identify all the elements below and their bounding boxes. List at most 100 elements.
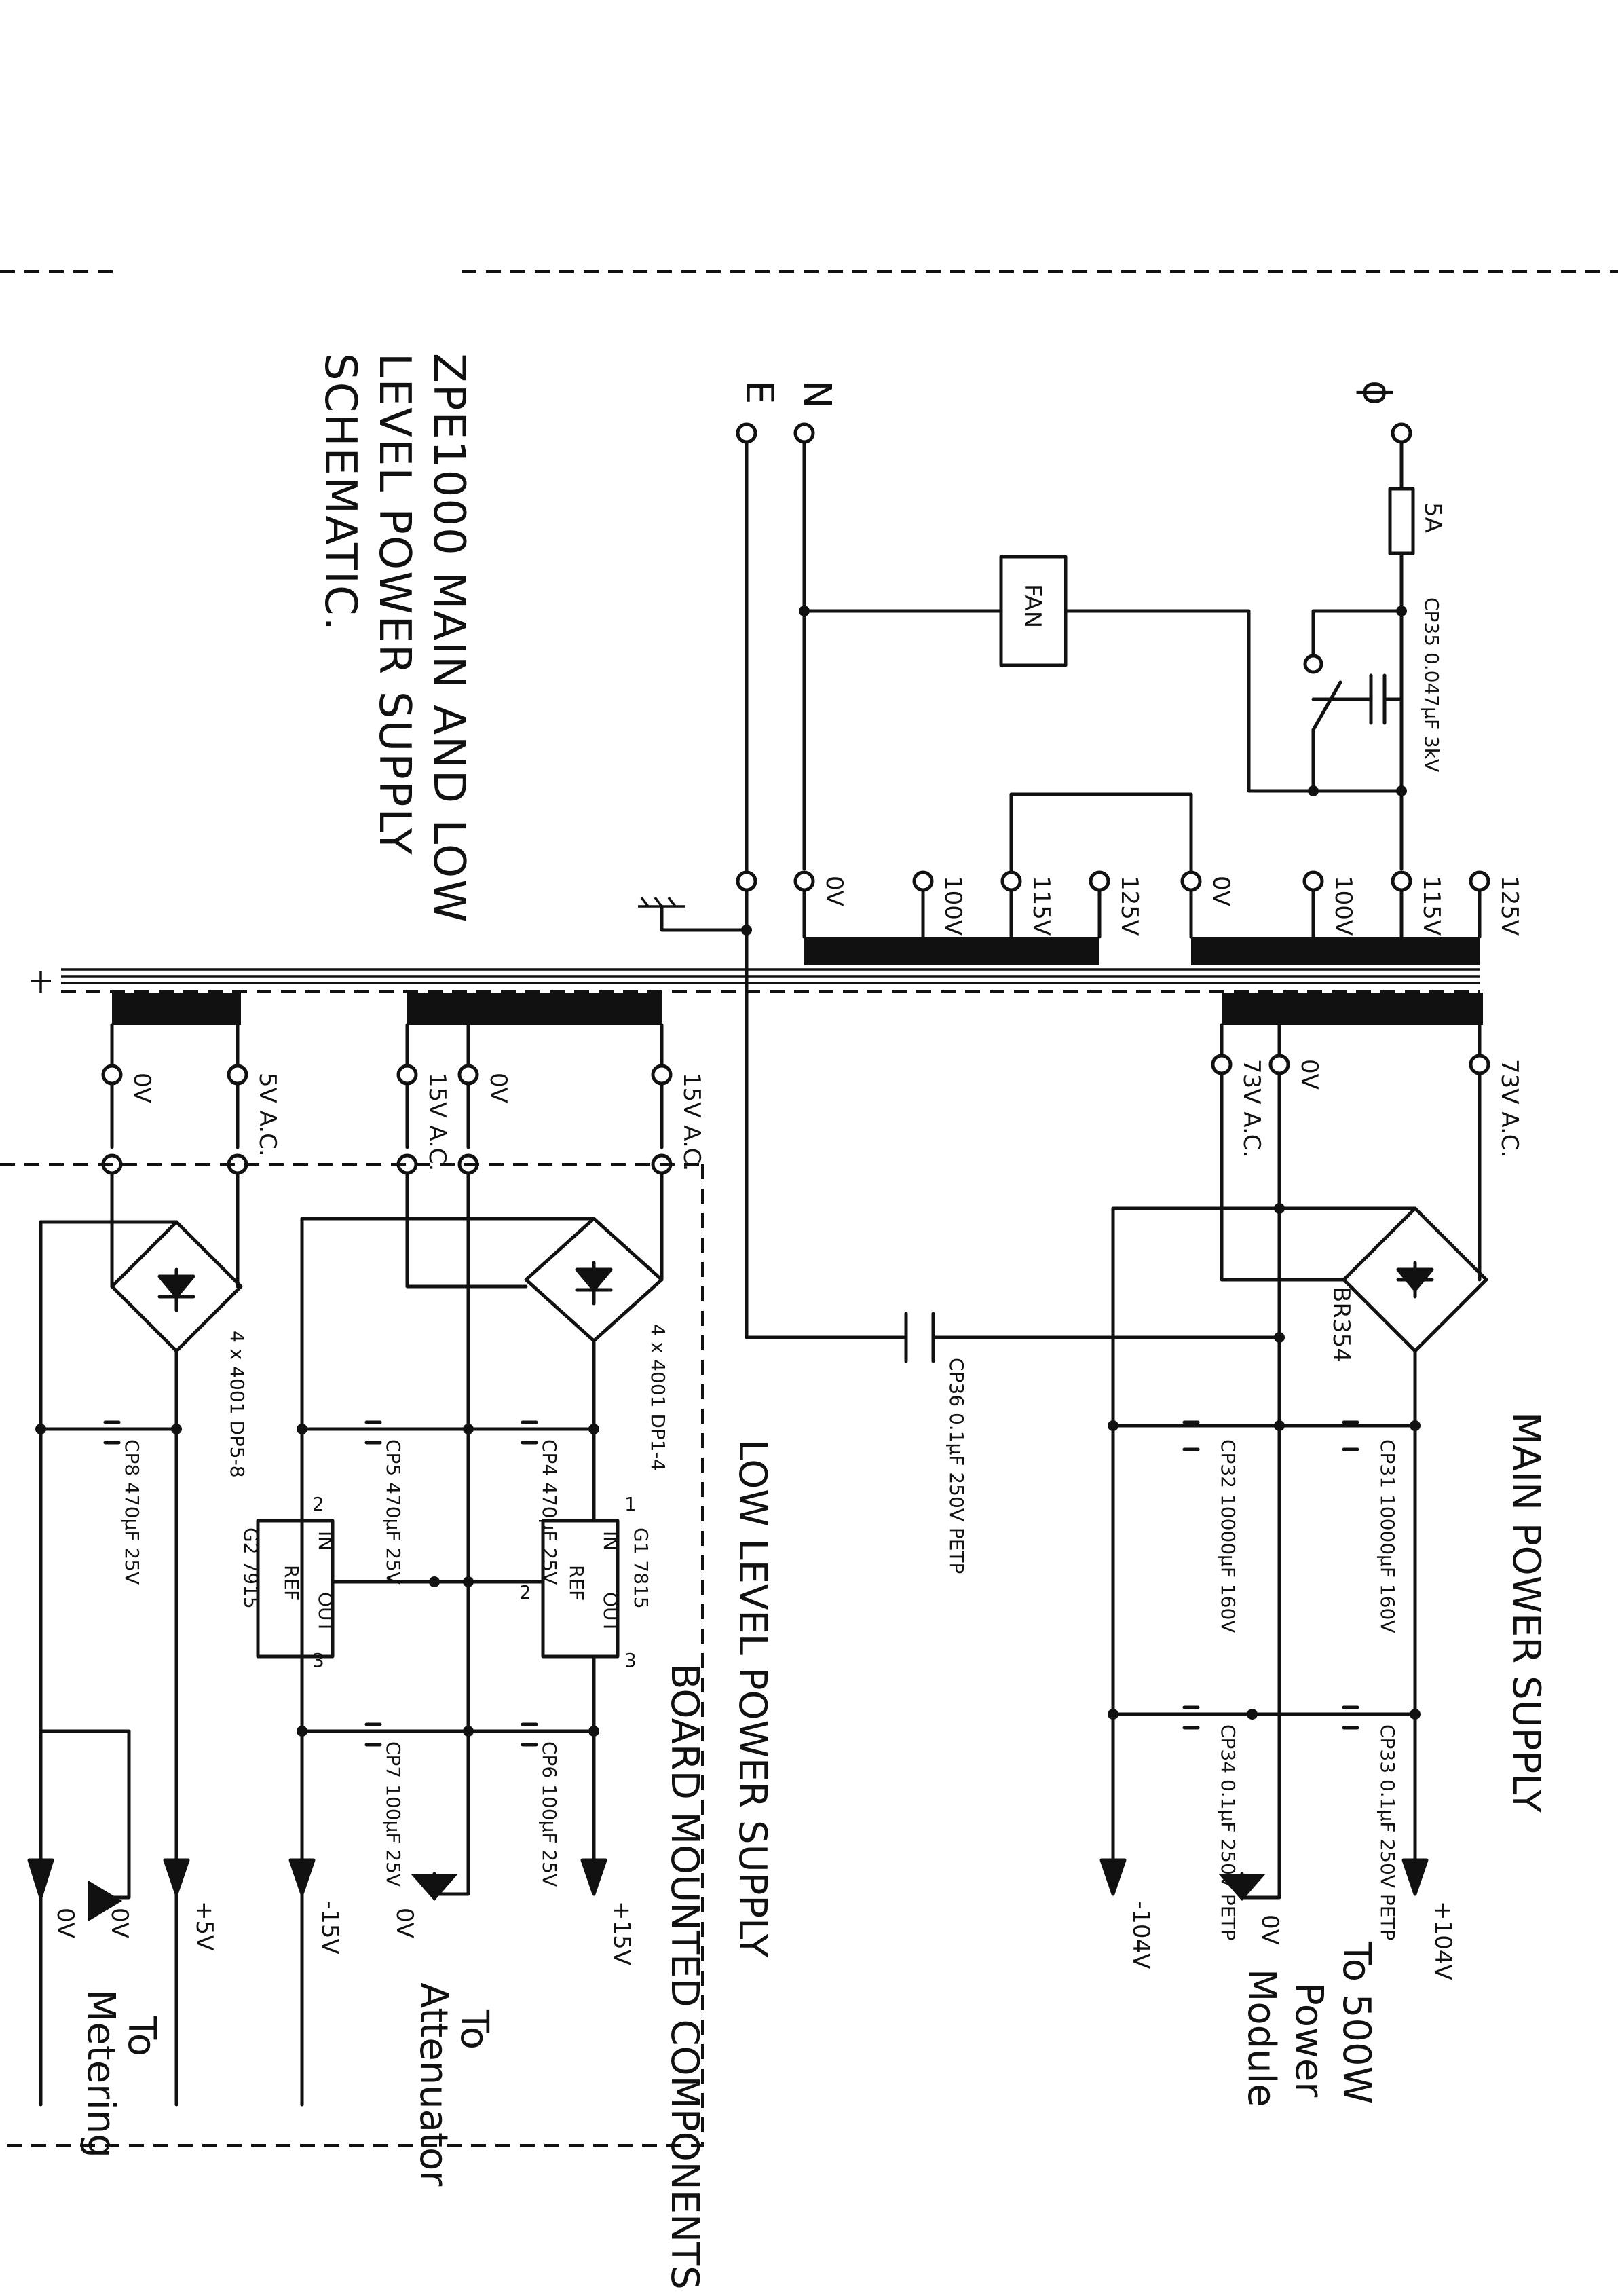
title-line-2: LEVEL POWER SUPPLY xyxy=(369,353,419,856)
cp32-label: CP32 10000µF 160V xyxy=(1217,1439,1239,1633)
tap-b-100v: 100V xyxy=(1330,876,1357,936)
earth-wire xyxy=(660,440,749,1339)
cp31-symbol xyxy=(1342,1420,1359,1451)
fuse-label: 5A xyxy=(1419,502,1446,533)
tap-b-115v: 115V xyxy=(1418,876,1445,936)
bridge-br354-label: BR354 xyxy=(1328,1286,1355,1363)
tap-link xyxy=(1009,792,1193,874)
tap-a-100v: 100V xyxy=(939,876,966,936)
cp35-symbol xyxy=(1369,673,1387,725)
svg-text:IN: IN xyxy=(314,1531,337,1551)
fan-box xyxy=(999,555,1068,667)
svg-text:To 500W: To 500W xyxy=(1334,1941,1378,2104)
cp31-label: CP31 10000µF 160V xyxy=(1376,1439,1399,1633)
out-p15-label: +15V xyxy=(608,1901,635,1965)
cp6-symbol xyxy=(521,1722,538,1747)
svg-text:2: 2 xyxy=(519,1581,531,1604)
svg-text:3: 3 xyxy=(624,1649,637,1671)
cp5-label: CP5 470µF 25V xyxy=(382,1439,404,1585)
regulator-7915 xyxy=(256,1519,335,1659)
out-p15-arrow xyxy=(580,1858,607,1896)
cp36-symbol xyxy=(904,1312,935,1363)
svg-text:Attenuator: Attenuator xyxy=(411,1982,455,2187)
core-ground-symbol xyxy=(31,971,51,993)
cp34-label: CP34 0.1µF 250V PETP xyxy=(1217,1724,1239,1940)
secondary-5v xyxy=(112,993,241,1025)
neutral-label: N xyxy=(795,380,839,409)
low-level-heading: LOW LEVEL POWER SUPPLY xyxy=(730,1439,774,1958)
svg-text:1: 1 xyxy=(624,1493,637,1515)
ic2-label: G2 7915 xyxy=(240,1527,262,1609)
bridge2-label: 4 x 4001 DP5-8 xyxy=(226,1331,248,1478)
out-met-0v-label: 0V xyxy=(106,1908,133,1938)
svg-text:REF: REF xyxy=(280,1565,303,1601)
switch-wires xyxy=(1311,609,1404,793)
tap-a-125v: 125V xyxy=(1116,876,1143,936)
primary-terminals xyxy=(736,870,1490,892)
tap-b-125v: 125V xyxy=(1496,876,1523,936)
sec15-a-label: 15V A.C. xyxy=(424,1073,451,1171)
cp36-label: CP36 0.1µF 250V PETP xyxy=(945,1358,968,1574)
phase-terminal xyxy=(1391,422,1412,444)
out-met-0v-2-label: 0V xyxy=(52,1908,79,1938)
earth-terminal xyxy=(736,422,757,444)
regulator-7815 xyxy=(541,1519,620,1659)
switch-contact[interactable] xyxy=(1303,654,1323,674)
svg-text:2: 2 xyxy=(312,1493,324,1515)
dest-metering: To Metering xyxy=(79,1989,164,2158)
primary-taps-wires xyxy=(802,888,1482,939)
sec73-b-label: 73V A.C. xyxy=(1496,1059,1523,1158)
svg-text:To: To xyxy=(452,2009,496,2050)
cp8-symbol xyxy=(103,1420,121,1445)
fuse-symbol xyxy=(1388,487,1415,555)
fan-wires xyxy=(802,440,1404,871)
sec5-5v-label: 5V A.C. xyxy=(254,1073,281,1157)
out-neg-label: -104V xyxy=(1127,1901,1154,1969)
board-boundary xyxy=(0,1163,704,2147)
ic1-label: G1 7815 xyxy=(630,1527,652,1609)
cp34-symbol xyxy=(1182,1705,1200,1730)
out-m15-arrow xyxy=(288,1858,316,1896)
out-p5-label: +5V xyxy=(191,1901,218,1950)
out-pos-arrow xyxy=(1401,1858,1429,1896)
out-met-gnd-symbol xyxy=(88,1881,122,1921)
cp7-label: CP7 100µF 25V xyxy=(382,1741,404,1887)
svg-text:Module: Module xyxy=(1239,1969,1283,2107)
secondary-windings: 0V 5V A.C. 15V A.C. 0V 15V A.C. 73V A.C.… xyxy=(101,993,1523,1175)
sec73-a-label: 73V A.C. xyxy=(1238,1059,1265,1158)
switch-lever[interactable] xyxy=(1311,680,1342,732)
svg-text:OUT: OUT xyxy=(599,1592,622,1633)
mains-input: ϕ N E 5A CP35 0.047µF 3kV FAN xyxy=(638,380,1446,1339)
cp32-symbol xyxy=(1182,1420,1200,1451)
cp4-symbol xyxy=(521,1420,538,1445)
svg-text:Power: Power xyxy=(1287,1982,1331,2098)
sec15-0v-label: 0V xyxy=(485,1073,512,1103)
cp8-label: CP8 470µF 25V xyxy=(121,1439,143,1585)
out-gnd-symbol xyxy=(1218,1874,1266,1901)
low-level-supply: LOW LEVEL POWER SUPPLY BOARD MOUNTED COM… xyxy=(0,1163,774,2290)
svg-text:IN: IN xyxy=(599,1531,622,1551)
dest-attenuator: To Attenuator xyxy=(411,1982,496,2187)
bridge1-label: 4 x 4001 DP1-4 xyxy=(647,1324,669,1471)
earth-label: E xyxy=(737,380,781,404)
out-att-gnd-symbol xyxy=(411,1874,458,1901)
out-att-0v-label: 0V xyxy=(391,1908,418,1938)
dest-power-module: To 500W Power Module xyxy=(1239,1941,1378,2107)
neutral-terminal xyxy=(793,422,815,444)
svg-text:3: 3 xyxy=(312,1649,324,1671)
out-gnd-label: 0V xyxy=(1256,1914,1283,1945)
title-block: ZPE1000 MAIN AND LOW LEVEL POWER SUPPLY … xyxy=(315,353,474,924)
earth-symbol xyxy=(638,896,685,908)
svg-text:Metering: Metering xyxy=(79,1989,123,2158)
low-level-subheading: BOARD MOUNTED COMPONENTS xyxy=(662,1663,707,2290)
cp33-symbol xyxy=(1342,1705,1359,1730)
svg-text:To: To xyxy=(119,2016,164,2056)
main-power-supply: MAIN POWER SUPPLY BR354 CP31 10000µF 160… xyxy=(745,1071,1548,2107)
main-supply-heading: MAIN POWER SUPPLY xyxy=(1504,1412,1548,1813)
primary-windings: 0V 100V 115V 125V 0V 100V 115V 125V xyxy=(736,792,1523,965)
cp7-symbol xyxy=(364,1722,382,1747)
secondary-15v xyxy=(407,993,662,1025)
out-pos-label: +104V xyxy=(1429,1901,1456,1980)
